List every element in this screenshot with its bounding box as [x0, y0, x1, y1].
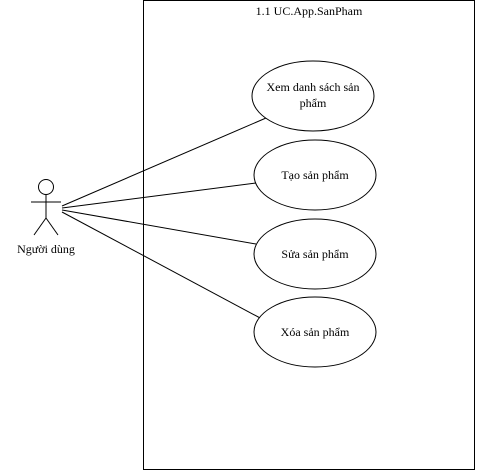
- use-case-delete[interactable]: Xóa sản phẩm: [253, 296, 377, 368]
- actor-head: [38, 179, 54, 195]
- use-case-view-list[interactable]: Xem danh sách sản phẩm: [251, 60, 375, 132]
- use-case-label: Xóa sản phẩm: [281, 325, 350, 339]
- use-case-ellipse: [253, 296, 377, 368]
- use-case-label: Tạo sản phẩm: [281, 168, 349, 182]
- use-case-create[interactable]: Tạo sản phẩm: [253, 139, 377, 211]
- actor-label: Người dùng: [17, 242, 75, 256]
- use-case-edit[interactable]: Sửa sản phẩm: [253, 218, 377, 290]
- system-title: 1.1 UC.App.SanPham: [256, 4, 363, 18]
- use-case-ellipse: [253, 218, 377, 290]
- use-case-label: Sửa sản phẩm: [281, 247, 349, 261]
- actor-left-leg: [33, 217, 47, 236]
- actor-user[interactable]: Người dùng: [17, 179, 75, 257]
- association-line-delete: [61, 211, 263, 320]
- association-line-view: [61, 117, 267, 207]
- use-case-label: Xem danh sách sản: [267, 80, 360, 94]
- actor-right-leg: [45, 217, 59, 236]
- association-line-edit: [61, 209, 257, 245]
- use-case-ellipse: [251, 60, 375, 132]
- use-case-label-line2: phẩm: [300, 96, 327, 110]
- association-line-create: [61, 182, 257, 209]
- use-case-ellipse: [253, 139, 377, 211]
